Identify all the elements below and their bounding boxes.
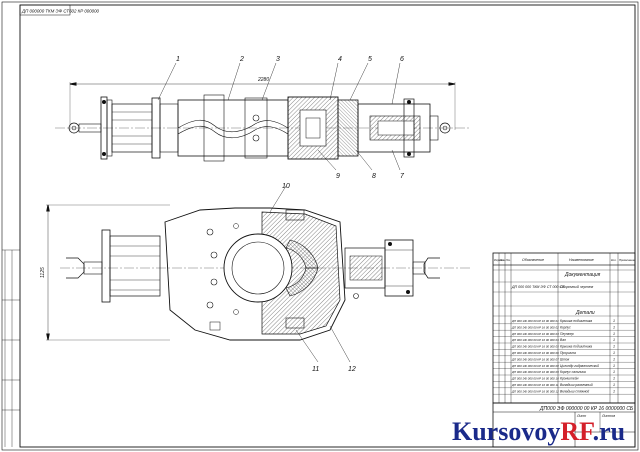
bom-row-name: Цилиндр гидравлический <box>560 364 599 368</box>
callout-5: 5 <box>368 56 372 63</box>
bom-row-qty: 1 <box>613 370 615 374</box>
bom-header-designation: Обозначение <box>522 258 544 262</box>
bom-header-note: Примечание <box>619 258 636 262</box>
bom-row-qty: 1 <box>613 383 615 387</box>
bom-row-lines <box>493 264 635 395</box>
bom-row-qty: 1 <box>613 357 615 361</box>
title-block-code: ДП000 ЭФ 000000 00 КР 16 0000000 СБ <box>539 406 634 412</box>
bom-row-designation: ДП 000 ЭФ 000 00 КР 16 00 000 04 <box>511 338 559 342</box>
bom-header-zone: Зона <box>500 259 506 262</box>
top-view <box>55 62 470 171</box>
bom-row-qty: 1 <box>613 364 615 368</box>
bom-doc-name: Сборочный чертеж <box>560 285 594 289</box>
callout-3: 3 <box>276 56 280 63</box>
bom-row-designation: ДП 000 ЭФ 000 00 КР 16 00 000 05 <box>511 345 559 349</box>
callout-6: 6 <box>400 56 404 63</box>
bom-row-name: Корпус <box>560 325 571 329</box>
watermark-logo: KursovoyRF.ru <box>452 417 626 446</box>
bom-doc-designation: ДП 000 000 ТКМ ЭФ СТ 000 СБ <box>511 285 565 289</box>
bom-row-qty: 1 <box>613 338 615 342</box>
bom-row-name: Проушина <box>560 351 576 355</box>
bottom-view <box>46 185 470 363</box>
bom-row-qty: 1 <box>613 325 615 329</box>
callout-12: 12 <box>348 366 356 373</box>
bom-row-designation: ДП 000 ЭФ 000 00 КР 16 00 000 07 <box>511 357 559 361</box>
callout-10: 10 <box>282 183 290 190</box>
bom-row-designation: ДП 000 ЭФ 000 00 КР 16 00 000 01 <box>511 319 559 323</box>
bom-row-designation: ДП 000 ЭФ 000 00 КР 16 00 000 02 <box>511 325 559 329</box>
bom-row-name: Шток <box>560 357 570 361</box>
bom-row-qty: 1 <box>613 345 615 349</box>
bom-row-name: Кронштейн <box>560 377 579 381</box>
title-block-sheet: Лист <box>576 414 586 418</box>
bom-row-qty: 1 <box>613 389 615 393</box>
bom-row-qty: 1 <box>613 377 615 381</box>
callout-1: 1 <box>176 56 180 63</box>
bom-row-designation: ДП 000 ЭФ 000 00 КР 16 00 000 11 <box>511 383 559 387</box>
bom-header-pos: Поз. <box>506 259 511 262</box>
bom-row-name: Корпус сальника <box>560 370 586 374</box>
callout-8: 8 <box>372 173 376 180</box>
bom-header-name: Наименование <box>569 258 594 262</box>
bom-row-designation: ДП 000 ЭФ 000 00 КР 16 00 000 08 <box>511 364 559 368</box>
bom-row-designation: ДП 000 ЭФ 000 00 КР 16 00 000 09 <box>511 370 559 374</box>
bom-row-designation: ДП 000 ЭФ 000 00 КР 16 00 000 10 <box>511 377 559 381</box>
bom-section-parts: Детали <box>575 310 595 316</box>
callout-7: 7 <box>400 173 405 180</box>
top-stamp: ДП 000000 ТКМ ЭФ СТ602 КР 000000 <box>21 9 100 14</box>
bom-text: Формат Зона Поз. Обозначение Наименовани… <box>494 258 636 418</box>
bom-row-qty: 1 <box>613 319 615 323</box>
overall-dimension: 2280 <box>257 77 269 83</box>
bom-row-designation: ДП 000 ЭФ 000 00 КР 16 00 000 03 <box>511 332 559 336</box>
bom-row-designation: ДП 000 ЭФ 000 00 КР 16 00 000 06 <box>511 351 559 355</box>
title-block-sheets: Листов <box>601 414 615 418</box>
callout-9: 9 <box>336 173 340 180</box>
callout-11: 11 <box>312 366 319 373</box>
bom-row-designation: ДП 000 ЭФ 000 00 КР 16 00 000 12 <box>511 389 559 393</box>
height-dimension: 1125 <box>40 267 46 278</box>
bom-section-docs: Документация <box>564 272 601 278</box>
callout-4: 4 <box>338 56 342 63</box>
bom-row-qty: 1 <box>613 332 615 336</box>
bom-header-qty: Кол. <box>611 258 617 262</box>
bom-row-name: Вал <box>560 338 566 342</box>
bom-row-name: Крышка подшипника <box>560 345 592 349</box>
bom-row-name: Плунжер <box>560 332 574 336</box>
bom-row-name: Вкладыш стяжной <box>560 389 589 393</box>
bom-row-qty: 1 <box>613 351 615 355</box>
callout-2: 2 <box>239 56 244 63</box>
bom-row-name: Вкладыш разъемный <box>560 383 593 387</box>
bom-row-name: Крышка подшипника <box>560 319 592 323</box>
bom-header-format: Формат <box>494 259 504 262</box>
